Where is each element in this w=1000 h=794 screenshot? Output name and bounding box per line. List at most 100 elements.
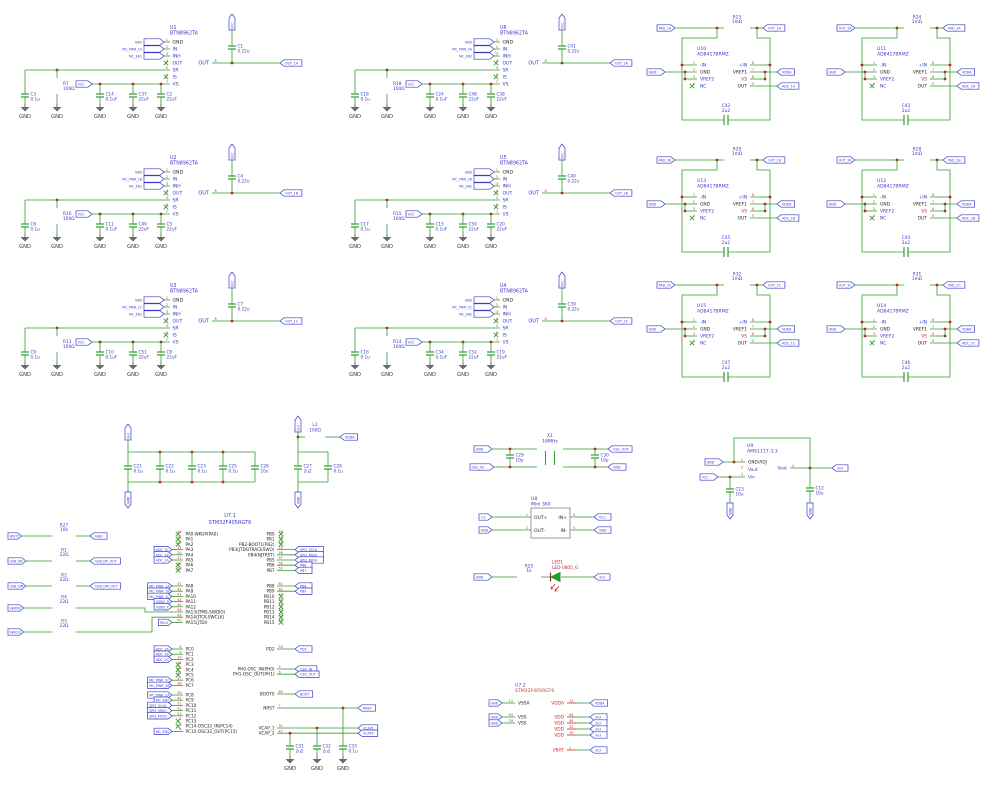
net-label-VCC[interactable]: [405, 338, 423, 346]
net-label[interactable]: [473, 45, 495, 53]
net-label-GND[interactable]: [826, 68, 846, 76]
net-label-VDDA[interactable]: [776, 68, 795, 76]
net-label-GND[interactable]: [124, 491, 132, 509]
net-label-3v3[interactable]: [589, 746, 608, 754]
net-label-GND[interactable]: [488, 699, 503, 707]
net-label-ADC_1A[interactable]: [776, 82, 800, 90]
net-label-VCC[interactable]: [75, 338, 93, 346]
net-label-MC_PWR_1C[interactable]: [147, 592, 173, 600]
net-label-USB_DM_OUT[interactable]: [89, 582, 121, 590]
net-label-VDDA[interactable]: [956, 200, 975, 208]
net-label-USB_DP[interactable]: [7, 557, 27, 565]
net-label-SWDIO[interactable]: [7, 604, 25, 612]
net-label-VCAP2[interactable]: [357, 729, 379, 737]
net-label-MC_PWR_2B[interactable]: [147, 681, 173, 689]
net-label[interactable]: [473, 296, 495, 304]
net-label[interactable]: [143, 45, 165, 53]
net-label-GND[interactable]: [488, 713, 503, 721]
net-label-GND[interactable]: [646, 200, 666, 208]
net-label-VDDA[interactable]: [589, 699, 608, 707]
net-label-GND[interactable]: [646, 325, 666, 333]
net-label-OUT_2A[interactable]: [836, 24, 856, 32]
net-label-GND[interactable]: [89, 532, 108, 540]
net-label[interactable]: [473, 175, 495, 183]
net-label-GND[interactable]: [478, 526, 493, 534]
net-label-OUT_1A[interactable]: [279, 59, 303, 67]
net-label-3v3[interactable]: [589, 731, 608, 739]
net-label[interactable]: [143, 303, 165, 311]
net-label-OSC_IN[interactable]: [469, 463, 495, 471]
net-label-ADC_1A[interactable]: [153, 556, 173, 564]
net-label-NRST[interactable]: [357, 704, 376, 712]
net-label[interactable]: [473, 310, 495, 318]
net-label-GND[interactable]: [593, 526, 612, 534]
driver-block-U6[interactable]: U6BTN8962TA1GND2IN3INH4OUT5SR6IS7VSGNDMC…: [349, 13, 633, 120]
net-label-SPI3_MOSI[interactable]: [147, 712, 173, 720]
net-label-GND[interactable]: [473, 573, 493, 581]
net-label-OUT_2B[interactable]: [836, 156, 856, 164]
net-label-OUT_2A[interactable]: [609, 59, 633, 67]
net-label-PAD_1C[interactable]: [656, 281, 676, 289]
net-label-GND[interactable]: [726, 502, 734, 520]
net-label[interactable]: [473, 182, 495, 190]
net-label-USB_DP_OUT[interactable]: [89, 557, 121, 565]
driver-block-U2[interactable]: U2BTN8962TA1GND2IN3INH4OUT5SR6IS7VSGNDMC…: [19, 143, 303, 250]
net-label-ADC_2C[interactable]: [153, 655, 173, 663]
net-label[interactable]: [143, 182, 165, 190]
net-label-OUT_1B[interactable]: [279, 189, 303, 197]
net-label-OUT_2C[interactable]: [609, 317, 633, 325]
net-label[interactable]: [143, 52, 165, 60]
net-label-USBD_P[interactable]: [153, 603, 173, 611]
net-label-OSC_OUT[interactable]: [607, 445, 633, 453]
net-label[interactable]: [143, 296, 165, 304]
net-label[interactable]: [143, 175, 165, 183]
net-label-PB7[interactable]: [294, 566, 313, 574]
net-label-GND[interactable]: [646, 68, 666, 76]
net-label[interactable]: [473, 303, 495, 311]
net-label-OUT_1C[interactable]: [762, 281, 786, 289]
ldo-U9[interactable]: U9AMS1117-3.31GND/ADJ2Vout3Vin4VoutGNDVC…: [699, 437, 849, 520]
net-label-VDDA[interactable]: [339, 433, 358, 441]
net-label-PA15[interactable]: [158, 618, 173, 626]
net-label-GND[interactable]: [607, 463, 627, 471]
net-label-VDDA[interactable]: [956, 325, 975, 333]
net-label-PB9[interactable]: [294, 587, 313, 595]
net-label-OSC_OUT[interactable]: [294, 670, 320, 678]
net-label-BOOT[interactable]: [7, 532, 23, 540]
net-label-ADC_2A[interactable]: [956, 82, 980, 90]
driver-block-U3[interactable]: U3BTN8962TA1GND2IN3INH4OUT5SR6IS7VSGNDMC…: [19, 271, 303, 378]
net-label-OUT_2B[interactable]: [609, 189, 633, 197]
net-label-BOOT[interactable]: [294, 690, 313, 698]
net-label-VCC[interactable]: [405, 210, 423, 218]
net-label[interactable]: [473, 38, 495, 46]
net-label-VCC[interactable]: [405, 80, 423, 88]
net-label-OUT_1C[interactable]: [279, 317, 303, 325]
net-label-GND[interactable]: [806, 502, 814, 520]
net-label-+5[interactable]: [478, 513, 493, 521]
net-label-VCC[interactable]: [593, 513, 612, 521]
net-label[interactable]: [473, 168, 495, 176]
net-label[interactable]: [143, 310, 165, 318]
